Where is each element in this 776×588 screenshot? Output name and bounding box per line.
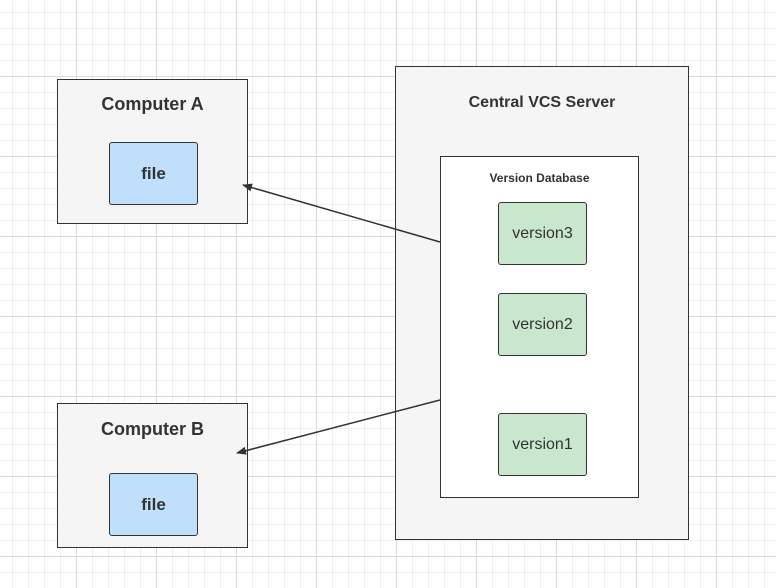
computer-a-box: Computer A file (57, 79, 248, 224)
version-database-box: Version Database version3 version2 versi… (440, 156, 639, 498)
computer-a-file-label: file (141, 163, 166, 183)
computer-b-file-label: file (141, 494, 166, 514)
server-box: Central VCS Server Version Database vers… (395, 66, 689, 540)
computer-b-file: file (109, 473, 198, 536)
computer-a-title: Computer A (101, 94, 204, 114)
version-database-title: Version Database (489, 171, 590, 185)
version1-label: version1 (512, 435, 573, 453)
computer-a-file: file (109, 142, 198, 205)
version2-label: version2 (512, 315, 573, 333)
computer-b-box: Computer B file (57, 403, 248, 548)
server-title: Central VCS Server (468, 94, 616, 111)
version1-box: version1 (498, 413, 587, 476)
version2-box: version2 (498, 293, 587, 356)
version3-box: version3 (498, 202, 587, 265)
version3-label: version3 (512, 224, 573, 242)
computer-b-title: Computer B (101, 419, 204, 439)
